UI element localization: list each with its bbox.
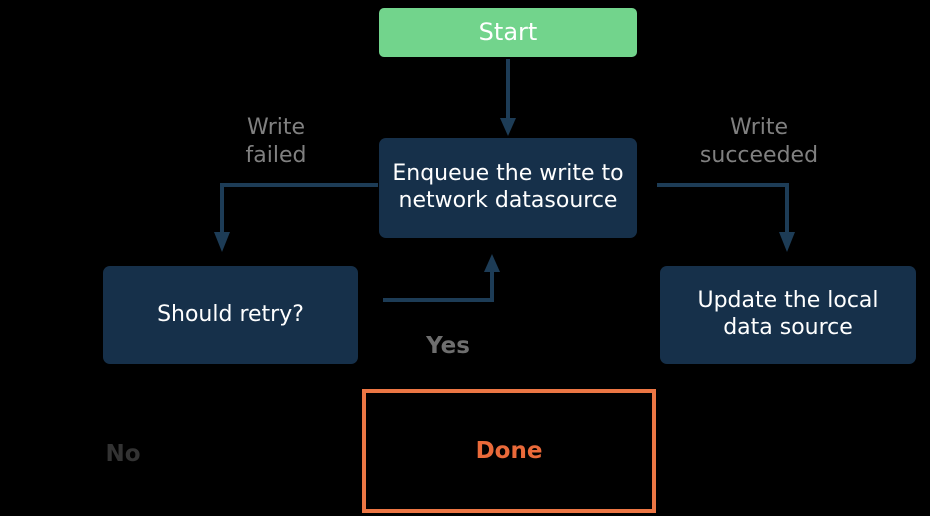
edge-label-write-failed: Write failed bbox=[245, 115, 307, 168]
node-update-local-data-source[interactable]: Update the local data source bbox=[660, 266, 916, 364]
node-start[interactable]: Start bbox=[379, 8, 637, 57]
edge-label-yes: Yes bbox=[426, 333, 470, 359]
node-done[interactable]: Done bbox=[362, 389, 656, 513]
edge-enqueue-to-update-local bbox=[657, 183, 795, 252]
edge-should-retry-to-enqueue bbox=[383, 254, 500, 302]
node-should-retry[interactable]: Should retry? bbox=[103, 266, 358, 364]
edge-enqueue-to-should-retry bbox=[214, 183, 378, 252]
edge-start-to-enqueue bbox=[500, 59, 516, 136]
edge-label-no: No bbox=[105, 441, 141, 467]
node-enqueue-write[interactable]: Enqueue the write to network datasource bbox=[379, 138, 637, 238]
edge-label-write-succeeded: Write succeeded bbox=[699, 115, 819, 168]
